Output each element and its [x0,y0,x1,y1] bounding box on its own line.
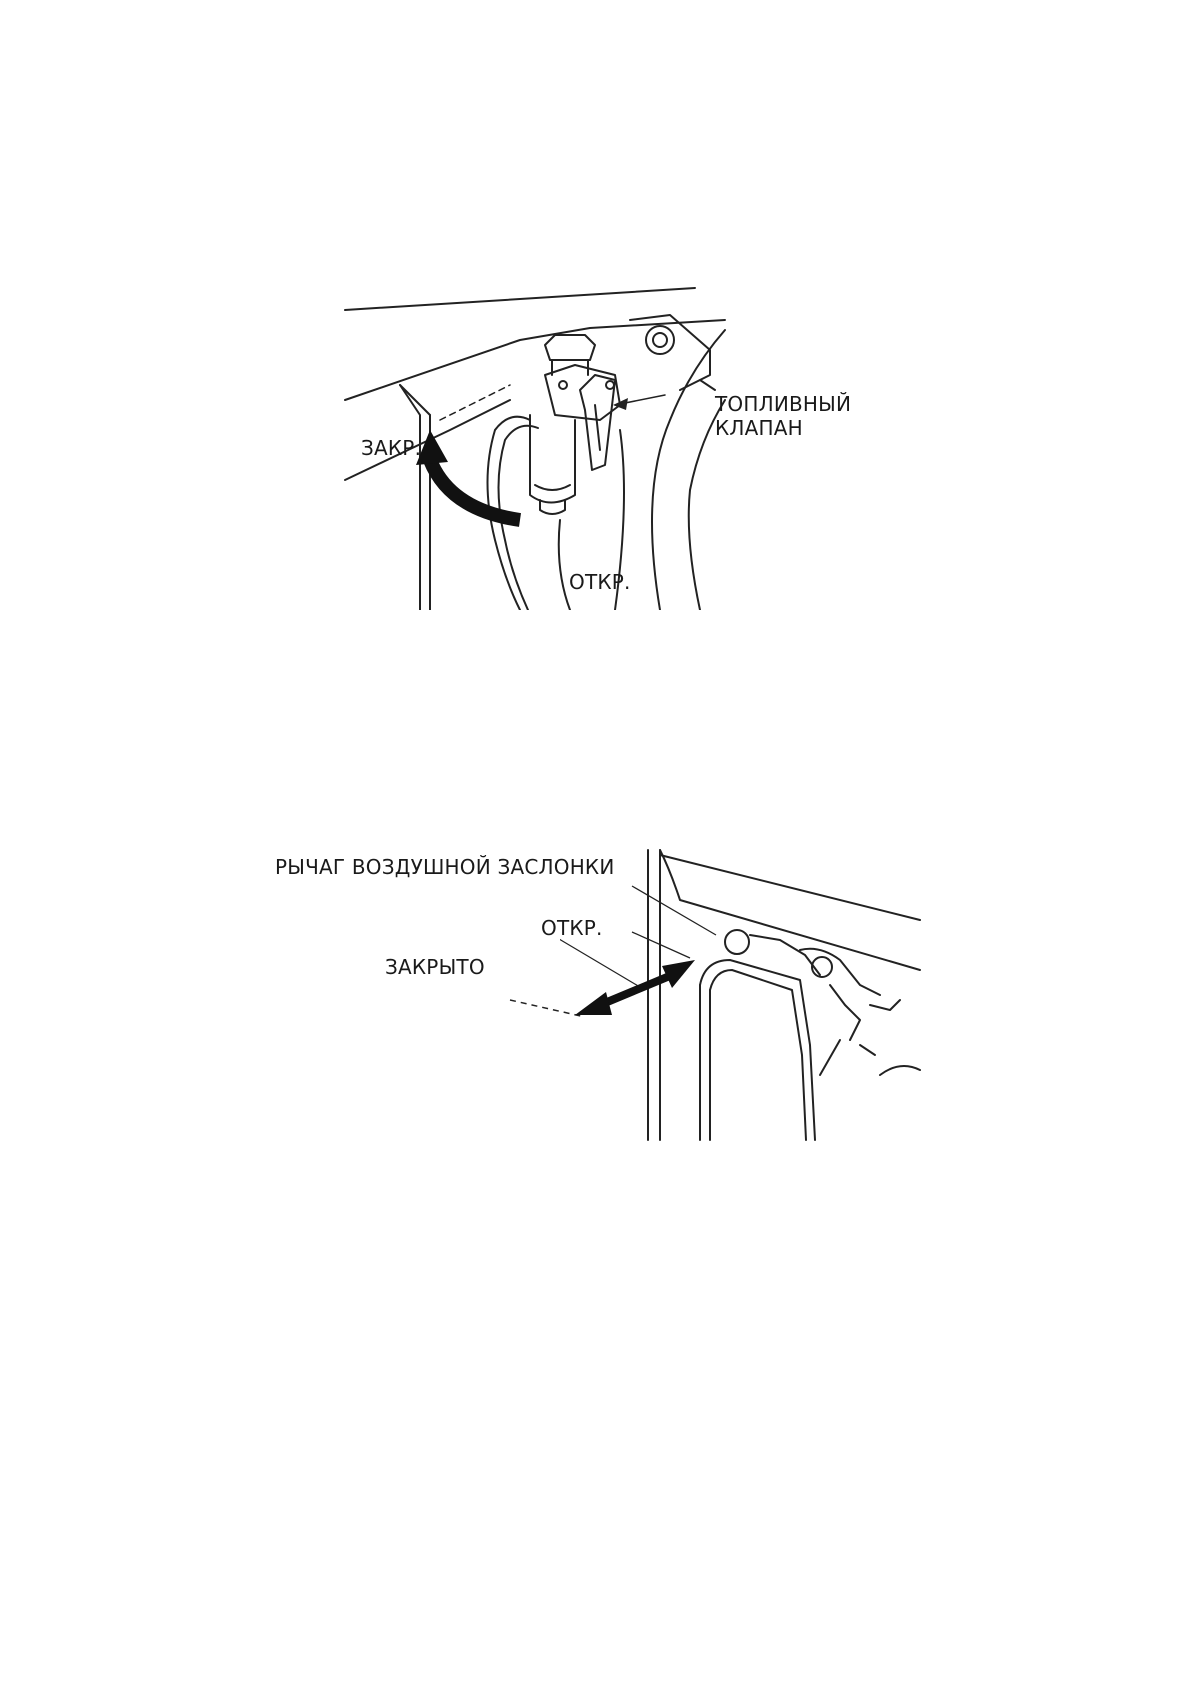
fuel-valve-figure [330,280,870,610]
choke-lever-illustration [560,849,921,1141]
choke-lever-label: РЫЧАГ ВОЗДУШНОЙ ЗАСЛОНКИ [275,855,615,879]
fuel-valve-illustration [344,287,726,610]
fuel-valve-label: ТОПЛИВНЫЙ КЛАПАН [715,392,852,440]
fuel-valve-closed-label: ЗАКР. [361,436,422,460]
fuel-valve-open-label: ОТКР. [569,570,631,594]
choke-closed-label: ЗАКРЫТО [385,955,485,979]
choke-open-label: ОТКР. [541,916,603,940]
choke-lever-pointer [560,938,646,991]
choke-lever-figure [560,845,940,1145]
